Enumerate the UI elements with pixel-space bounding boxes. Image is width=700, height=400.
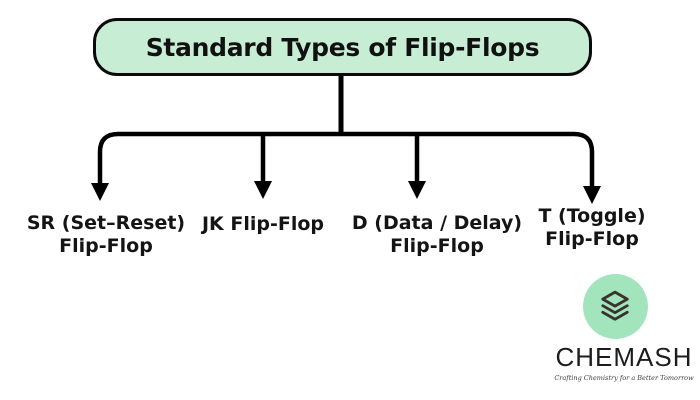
node-label-line: Flip-Flop bbox=[59, 235, 153, 257]
brand-name: CHEMASH bbox=[555, 342, 693, 372]
diagram-title: Standard Types of Flip-Flops bbox=[145, 32, 540, 62]
node-sr-flip-flop: SR (Set–Reset) Flip-Flop bbox=[27, 212, 185, 258]
node-label-line: SR (Set–Reset) bbox=[26, 212, 186, 234]
node-label-line: Flip-Flop bbox=[545, 228, 639, 250]
layers-icon bbox=[601, 290, 629, 321]
branch-bar bbox=[97, 131, 595, 188]
node-jk-flip-flop: JK Flip-Flop bbox=[202, 213, 324, 236]
arrowhead-3-icon bbox=[408, 181, 426, 199]
arrowhead-1-icon bbox=[91, 183, 109, 201]
arrowhead-4-icon bbox=[583, 186, 601, 204]
node-t-flip-flop: T (Toggle) Flip-Flop bbox=[538, 205, 645, 251]
node-d-flip-flop: D (Data / Delay) Flip-Flop bbox=[352, 212, 522, 258]
logo-circle bbox=[582, 274, 648, 339]
node-label-line: T (Toggle) bbox=[538, 205, 646, 227]
brand-logo: CHEMASH Crafting Chemistry for a Better … bbox=[548, 274, 700, 386]
node-label-line: Flip-Flop bbox=[390, 235, 484, 257]
arrowhead-2-icon bbox=[254, 181, 272, 199]
node-label-line: D (Data / Delay) bbox=[351, 212, 523, 234]
brand-tagline: Crafting Chemistry for a Better Tomorrow bbox=[554, 374, 694, 382]
node-label-line: JK Flip-Flop bbox=[201, 213, 325, 235]
diagram-title-box: Standard Types of Flip-Flops bbox=[93, 18, 592, 76]
